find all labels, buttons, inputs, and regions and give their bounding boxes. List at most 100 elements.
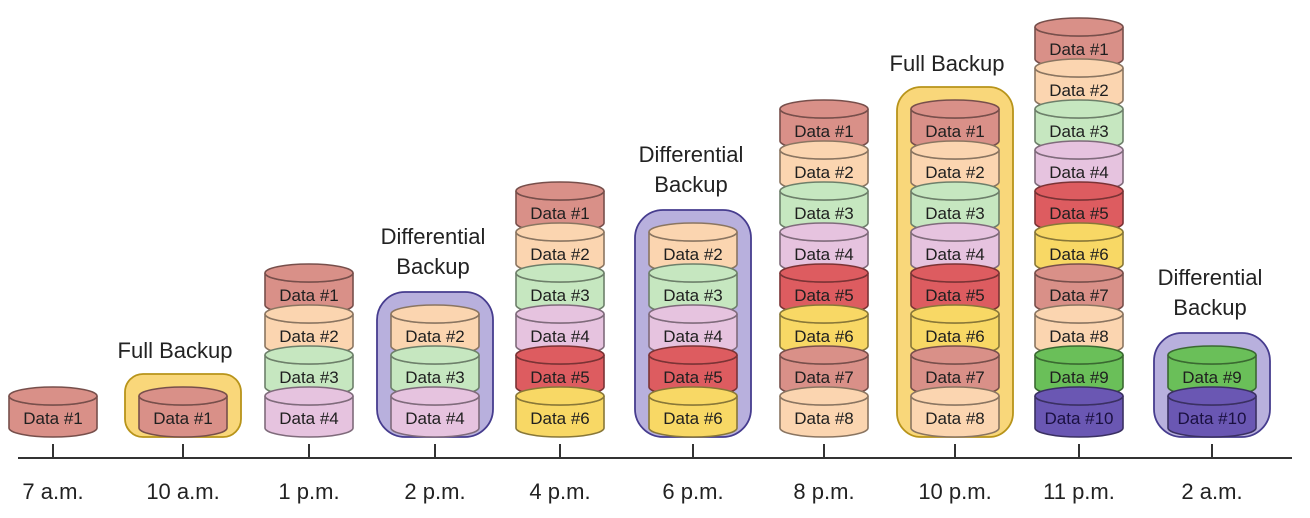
disk-top bbox=[264, 345, 354, 365]
disk-label: Data #5 bbox=[794, 286, 854, 305]
disk-label: Data #6 bbox=[1049, 245, 1109, 264]
differential-label-line2: Backup bbox=[396, 254, 469, 279]
data-disk-5: Data #5 bbox=[910, 263, 1000, 315]
time-label: 8 p.m. bbox=[793, 479, 854, 504]
data-disk-5: Data #5 bbox=[1034, 181, 1124, 233]
disk-top bbox=[515, 263, 605, 283]
disk-top bbox=[515, 304, 605, 324]
data-disk-3: Data #3 bbox=[779, 181, 869, 233]
disk-top bbox=[138, 386, 228, 406]
disk-top bbox=[1034, 304, 1124, 324]
disk-top bbox=[1034, 222, 1124, 242]
disk-top bbox=[515, 181, 605, 201]
data-disk-8: Data #8 bbox=[1034, 304, 1124, 356]
disk-label: Data #9 bbox=[1182, 368, 1242, 387]
disk-top bbox=[910, 99, 1000, 119]
disk-label: Data #5 bbox=[925, 286, 985, 305]
disk-label: Data #6 bbox=[794, 327, 854, 346]
disk-label: Data #3 bbox=[663, 286, 723, 305]
disk-top bbox=[779, 99, 869, 119]
data-disk-4: Data #4 bbox=[1034, 140, 1124, 192]
disk-label: Data #1 bbox=[794, 122, 854, 141]
disk-top bbox=[779, 263, 869, 283]
disk-top bbox=[390, 345, 480, 365]
data-disk-4: Data #4 bbox=[779, 222, 869, 274]
disk-label: Data #3 bbox=[279, 368, 339, 387]
data-disk-3: Data #3 bbox=[515, 263, 605, 315]
disk-top bbox=[910, 222, 1000, 242]
data-disk-6: Data #6 bbox=[1034, 222, 1124, 274]
disk-label: Data #3 bbox=[530, 286, 590, 305]
disk-top bbox=[648, 345, 738, 365]
disk-label: Data #10 bbox=[1045, 409, 1114, 428]
disk-label: Data #9 bbox=[1049, 368, 1109, 387]
data-disk-8: Data #8 bbox=[779, 386, 869, 438]
disk-label: Data #1 bbox=[530, 204, 590, 223]
disk-label: Data #6 bbox=[925, 327, 985, 346]
disk-top bbox=[1034, 263, 1124, 283]
disk-label: Data #5 bbox=[530, 368, 590, 387]
time-label: 11 p.m. bbox=[1043, 479, 1115, 504]
disk-top bbox=[648, 263, 738, 283]
differential-label-line2: Backup bbox=[1173, 295, 1246, 320]
disk-top bbox=[648, 222, 738, 242]
data-disk-5: Data #5 bbox=[779, 263, 869, 315]
disk-top bbox=[1034, 99, 1124, 119]
data-disk-6: Data #6 bbox=[779, 304, 869, 356]
disk-label: Data #2 bbox=[1049, 81, 1109, 100]
data-disk-3: Data #3 bbox=[1034, 99, 1124, 151]
data-disk-2: Data #2 bbox=[264, 304, 354, 356]
data-disk-7: Data #7 bbox=[779, 345, 869, 397]
data-disk-3: Data #3 bbox=[648, 263, 738, 315]
disk-top bbox=[910, 304, 1000, 324]
disk-label: Data #8 bbox=[794, 409, 854, 428]
disk-label: Data #2 bbox=[794, 163, 854, 182]
disk-top bbox=[515, 386, 605, 406]
disk-top bbox=[779, 345, 869, 365]
disk-label: Data #7 bbox=[925, 368, 985, 387]
differential-label-line1: Differential bbox=[1158, 265, 1263, 290]
data-disk-5: Data #5 bbox=[515, 345, 605, 397]
time-label: 10 a.m. bbox=[146, 479, 219, 504]
disk-top bbox=[1167, 345, 1257, 365]
disk-label: Data #4 bbox=[279, 409, 339, 428]
disk-label: Data #7 bbox=[794, 368, 854, 387]
time-label: 6 p.m. bbox=[662, 479, 723, 504]
disk-top bbox=[515, 345, 605, 365]
disk-label: Data #2 bbox=[405, 327, 465, 346]
disk-top bbox=[390, 386, 480, 406]
disk-top bbox=[264, 386, 354, 406]
data-disk-2: Data #2 bbox=[1034, 58, 1124, 110]
time-label: 10 p.m. bbox=[918, 479, 991, 504]
disk-top bbox=[1034, 58, 1124, 78]
data-disk-2: Data #2 bbox=[515, 222, 605, 274]
disk-label: Data #4 bbox=[405, 409, 465, 428]
time-label: 1 p.m. bbox=[278, 479, 339, 504]
data-disk-2: Data #2 bbox=[910, 140, 1000, 192]
disk-top bbox=[648, 304, 738, 324]
full-backup-label: Full Backup bbox=[118, 338, 233, 363]
disk-top bbox=[1034, 140, 1124, 160]
disk-label: Data #1 bbox=[925, 122, 985, 141]
disk-top bbox=[1034, 17, 1124, 37]
time-label: 2 p.m. bbox=[404, 479, 465, 504]
disk-label: Data #3 bbox=[405, 368, 465, 387]
disk-top bbox=[910, 386, 1000, 406]
disk-top bbox=[779, 386, 869, 406]
disk-top bbox=[648, 386, 738, 406]
data-disk-7: Data #7 bbox=[1034, 263, 1124, 315]
disk-label: Data #1 bbox=[153, 409, 213, 428]
data-disk-4: Data #4 bbox=[264, 386, 354, 438]
data-disk-2: Data #2 bbox=[779, 140, 869, 192]
differential-label-line1: Differential bbox=[639, 142, 744, 167]
data-disk-5: Data #5 bbox=[648, 345, 738, 397]
disk-top bbox=[264, 263, 354, 283]
time-label: 4 p.m. bbox=[529, 479, 590, 504]
data-disk-1: Data #1 bbox=[779, 99, 869, 151]
disk-top bbox=[779, 222, 869, 242]
